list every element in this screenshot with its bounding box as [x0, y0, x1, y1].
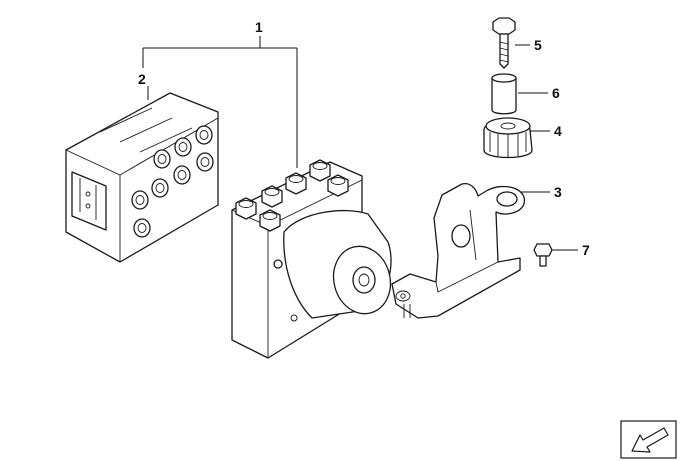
screw[interactable]	[533, 243, 553, 267]
pump-motor	[273, 209, 392, 322]
callout-3: 3	[554, 184, 562, 200]
callout-4: 4	[554, 123, 562, 139]
callout-1: 1	[255, 19, 263, 35]
fitting-nuts	[235, 159, 349, 232]
control-module[interactable]	[65, 92, 219, 263]
callout-5: 5	[534, 37, 542, 53]
sleeve[interactable]	[491, 73, 517, 115]
callout-7: 7	[582, 242, 590, 258]
module-ports	[131, 125, 214, 238]
callout-labels: 1 2 3 4 5 6 7	[138, 19, 590, 258]
mounting-bracket[interactable]	[391, 182, 525, 319]
arrow-down-left-icon[interactable]	[620, 420, 677, 459]
callout-2: 2	[138, 71, 146, 87]
hydraulic-unit[interactable]	[231, 159, 398, 359]
bolt[interactable]	[492, 17, 516, 69]
rubber-grommet[interactable]	[483, 117, 533, 159]
leader-lines	[142, 36, 578, 251]
callout-6: 6	[552, 85, 560, 101]
